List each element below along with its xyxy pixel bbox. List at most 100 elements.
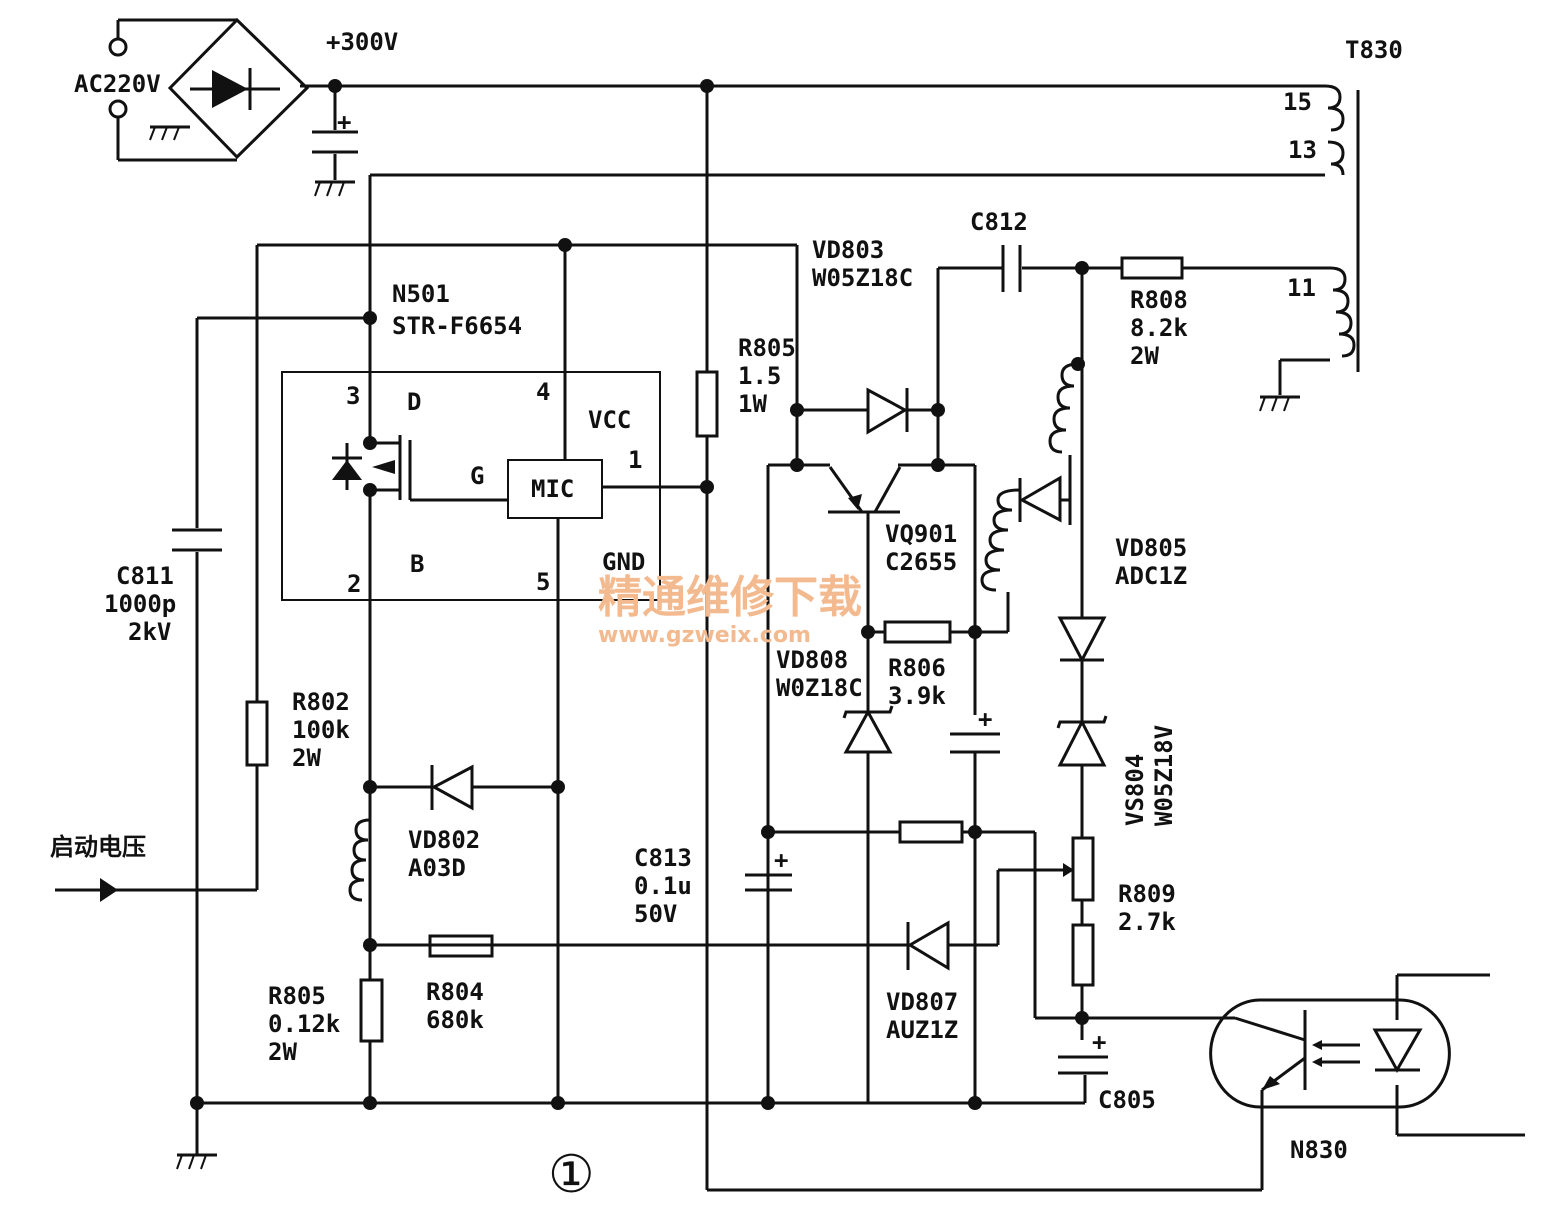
label-pin11: 11: [1287, 274, 1316, 302]
resistor-lower: [1071, 923, 1095, 987]
label-c811-voltage: 2kV: [128, 618, 171, 646]
label-r805-bottom: R805: [268, 982, 326, 1010]
label-vs804: VS804: [1121, 754, 1149, 826]
label-r805-bottom-power: 2W: [268, 1038, 297, 1066]
label-pin15: 15: [1283, 88, 1312, 116]
svg-text:+: +: [978, 705, 992, 733]
label-ac-input: AC220V: [74, 70, 161, 98]
label-ic-pin2: 2: [347, 570, 361, 598]
bridge-rectifier: [167, 17, 310, 160]
capacitor-emitter: +: [950, 705, 1000, 754]
label-t830: T830: [1345, 36, 1403, 64]
label-r802-power: 2W: [292, 744, 321, 772]
label-c813-value: 0.1u: [634, 872, 692, 900]
label-r808-power: 2W: [1130, 342, 1159, 370]
label-pin13: 13: [1288, 136, 1317, 164]
label-vd805: VD805: [1115, 534, 1187, 562]
potentiometer-r809: [1063, 836, 1095, 902]
label-r808: R808: [1130, 286, 1188, 314]
label-r806: R806: [888, 654, 946, 682]
winding-right: [1048, 362, 1079, 454]
label-c805: C805: [1098, 1086, 1156, 1114]
capacitor-c813: +: [745, 846, 792, 892]
svg-text:+: +: [774, 846, 788, 874]
label-r805-top: R805: [738, 334, 796, 362]
winding-feedback: [980, 488, 1021, 592]
label-c812: C812: [970, 208, 1028, 236]
label-r805-top-value: 1.5: [738, 362, 781, 390]
label-r804: R804: [426, 978, 484, 1006]
label-vd808-part: W0Z18C: [776, 674, 863, 702]
transistor-vq901: [828, 466, 902, 514]
wires: [55, 18, 1525, 1192]
label-vd805-part: ADC1Z: [1115, 562, 1187, 590]
label-vd803: VD803: [812, 236, 884, 264]
figure-number: ①: [548, 1145, 595, 1205]
zener-vd808: [842, 705, 894, 754]
label-vd807-part: AUZ1Z: [886, 1016, 958, 1044]
resistor-r804: [428, 934, 494, 958]
label-n501-part: STR-F6654: [392, 312, 522, 340]
label-ic-g: G: [470, 462, 484, 490]
resistor-r802: [245, 700, 269, 767]
label-r806-value: 3.9k: [888, 682, 946, 710]
transformer-t830: [1324, 84, 1360, 372]
label-ic-d: D: [407, 388, 421, 416]
watermark-url: www.gzweix.com: [598, 623, 811, 648]
svg-text:+: +: [337, 108, 351, 136]
diode-vd807: [906, 920, 950, 971]
resistor-r805-top: [695, 370, 719, 438]
ac-terminals: [108, 37, 128, 119]
ground-symbols: [149, 125, 1300, 1170]
label-c813: C813: [634, 844, 692, 872]
label-ic-gnd: GND: [602, 548, 645, 576]
label-n501: N501: [392, 280, 450, 308]
label-c813-voltage: 50V: [634, 900, 677, 928]
label-ic-mic: MIC: [531, 475, 574, 503]
label-vd807: VD807: [886, 988, 958, 1016]
label-ic-pin3: 3: [346, 382, 360, 410]
label-vd808: VD808: [776, 646, 848, 674]
label-r802: R802: [292, 688, 350, 716]
label-n830: N830: [1290, 1136, 1348, 1164]
label-r802-value: 100k: [292, 716, 350, 744]
resistor-r806: [883, 620, 952, 644]
diode-winding: [1018, 475, 1070, 523]
label-dc-rail: +300V: [326, 28, 398, 56]
ic-n501: [281, 371, 661, 601]
label-r809: R809: [1118, 880, 1176, 908]
capacitor-c811: [172, 528, 222, 552]
diode-vd803: [866, 387, 909, 435]
label-vd802: VD802: [408, 826, 480, 854]
label-start-voltage: 启动电压: [50, 833, 146, 861]
label-r809-value: 2.7k: [1118, 908, 1176, 936]
zener-vs804: [1056, 715, 1108, 790]
label-ic-vcc: VCC: [588, 406, 631, 434]
label-c811-value: 1000p: [104, 590, 176, 618]
label-vq901-part: C2655: [885, 548, 957, 576]
inductor-left: [348, 818, 371, 902]
start-arrow-icon: [100, 878, 118, 902]
watermark-title: 精通维修下载: [598, 572, 862, 623]
capacitor-c812: [1001, 245, 1022, 292]
label-r808-value: 8.2k: [1130, 314, 1188, 342]
label-ic-pin1: 1: [628, 446, 642, 474]
label-vq901: VQ901: [885, 520, 957, 548]
resistor-feedback: [898, 820, 964, 844]
label-ic-pin5: 5: [536, 568, 550, 596]
diode-vd802: [430, 764, 474, 811]
resistor-r808: [1120, 256, 1184, 280]
label-vd802-part: A03D: [408, 854, 466, 882]
label-ic-b: B: [410, 550, 424, 578]
capacitor-c805: +: [1058, 1028, 1108, 1075]
resistor-r805-bottom: [359, 978, 384, 1043]
label-vs804-part: W05Z18V: [1150, 725, 1178, 826]
label-vd803-part: W05Z18C: [812, 264, 913, 292]
optocoupler-n830: [1209, 998, 1451, 1109]
svg-text:+: +: [1092, 1028, 1106, 1056]
filter-capacitor: +: [312, 108, 358, 154]
label-c811: C811: [116, 562, 174, 590]
label-ic-pin4: 4: [536, 378, 550, 406]
diode-vd805: [1057, 616, 1107, 722]
